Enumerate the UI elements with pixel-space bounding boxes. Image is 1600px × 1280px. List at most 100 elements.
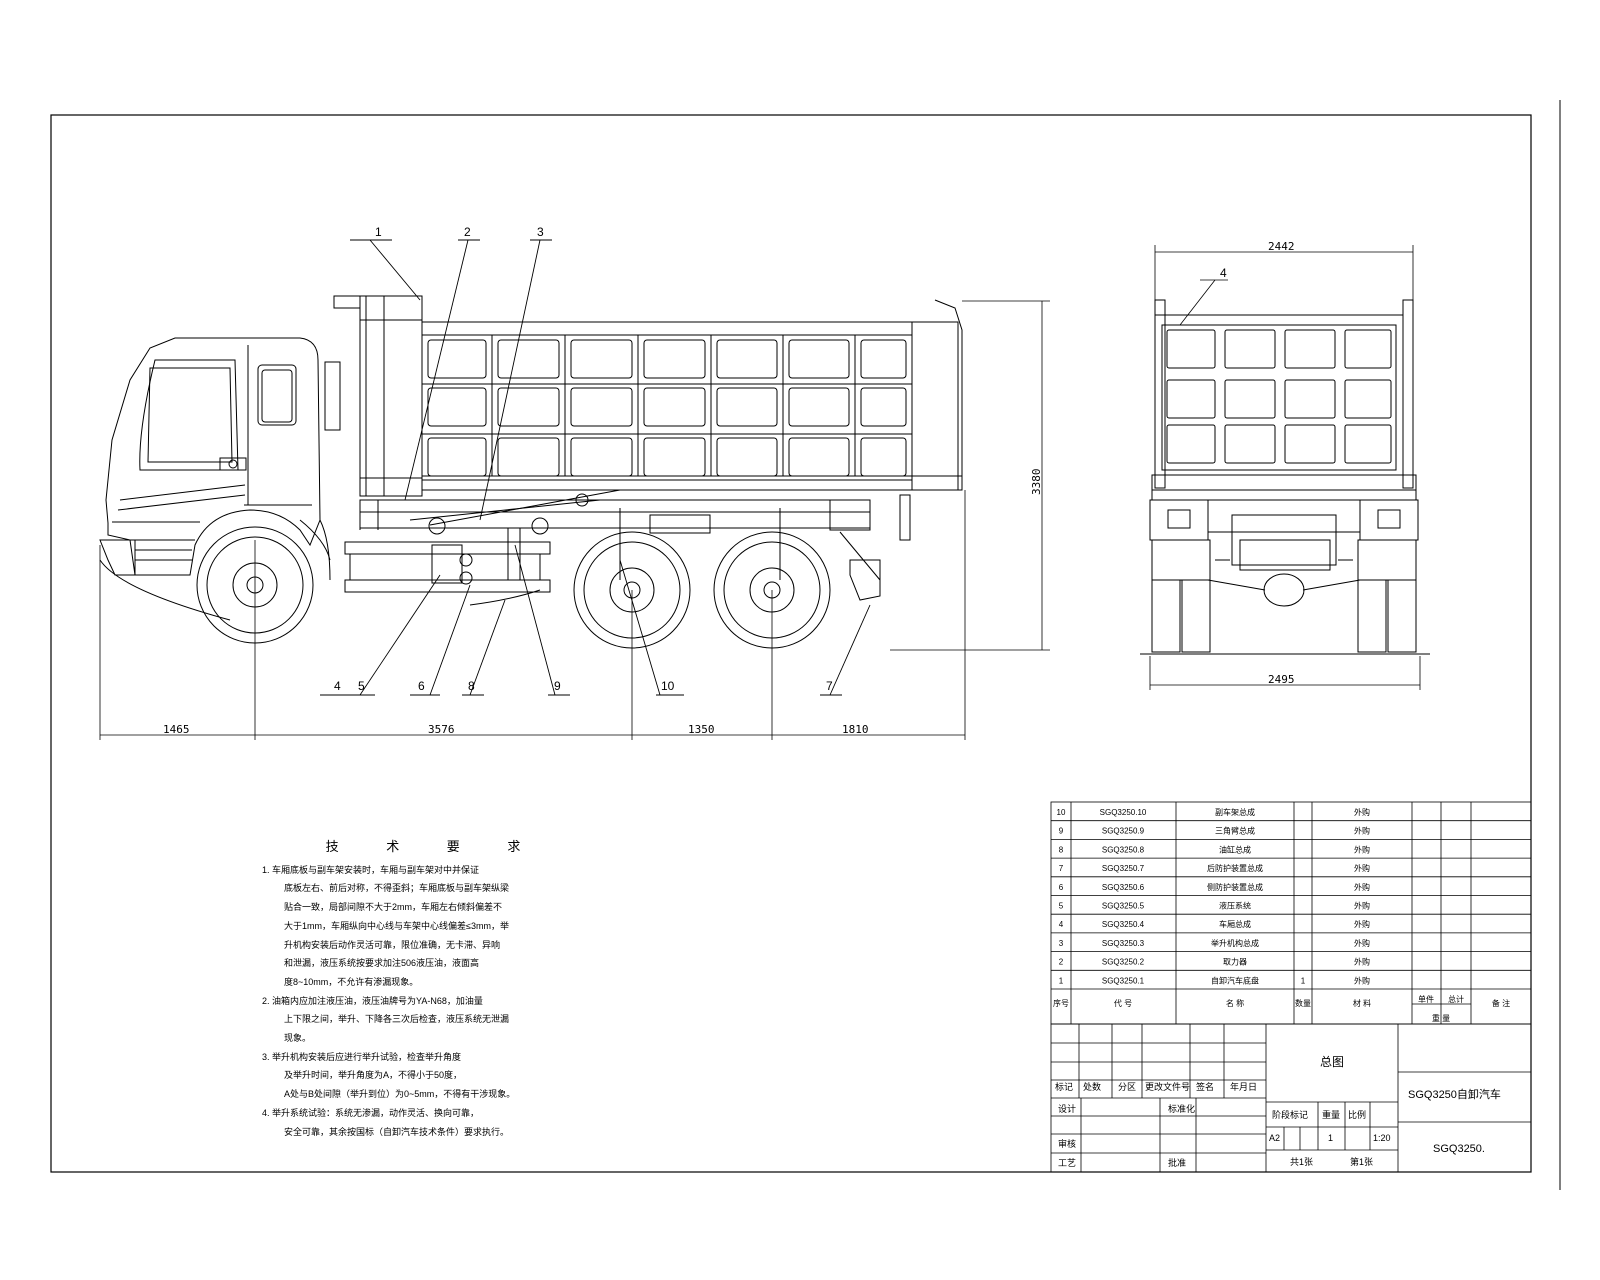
bom-header-total-weight: 总计 xyxy=(1448,994,1464,1004)
title-block xyxy=(1050,1023,1532,1173)
stage-value: A2 xyxy=(1269,1133,1280,1143)
tech-line: 和泄漏，液压系统按要求加注506液压油，液面高 xyxy=(284,958,480,969)
dim-track-width: 2495 xyxy=(1268,673,1295,686)
balloon-5: 5 xyxy=(358,679,365,693)
sheet-no: 第1张 xyxy=(1350,1156,1373,1167)
weight-value: 1 xyxy=(1328,1133,1333,1143)
rear-panel xyxy=(1224,424,1276,464)
tech-line: 及举升时间，举升角度为A，不得小于50度， xyxy=(284,1070,463,1081)
bom-name: 取力器 xyxy=(1223,957,1247,967)
balloon-2: 2 xyxy=(464,225,471,239)
label-approve: 批准 xyxy=(1168,1157,1186,1168)
balloon-8: 8 xyxy=(468,679,475,693)
tech-title: 技 术 要 求 xyxy=(325,839,543,854)
bom-note: 外购 xyxy=(1354,844,1370,854)
rev-header-3: 更改文件号 xyxy=(1145,1081,1190,1092)
rear-view-dimensions xyxy=(1149,245,1421,690)
bom-note: 外购 xyxy=(1354,975,1370,985)
label-process: 工艺 xyxy=(1058,1158,1076,1168)
tech-line: 贴合一致，局部间隙不大于2mm，车厢左右倾斜偏差不 xyxy=(284,902,503,913)
body-panel xyxy=(570,437,633,477)
dim-rear-overhang: 1810 xyxy=(842,723,869,736)
rear-view-text: 2442 2495 4 xyxy=(1220,240,1295,686)
bom-name: 自卸汽车底盘 xyxy=(1211,975,1259,985)
rear-panel xyxy=(1284,424,1336,464)
dim-wheelbase-1: 3576 xyxy=(428,723,455,736)
bom-name: 车厢总成 xyxy=(1219,919,1251,929)
body-panel xyxy=(497,387,560,427)
bom-header-weight: 重 量 xyxy=(1432,1013,1450,1023)
bom-header-name: 名 称 xyxy=(1226,998,1244,1008)
tech-line: 上下限之间，举升、下降各三次后检查，液压系统无泄漏 xyxy=(284,1014,510,1025)
bom-code: SGQ3250.7 xyxy=(1102,864,1145,873)
side-view-dimensions xyxy=(99,300,1050,740)
rear-panel xyxy=(1284,329,1336,369)
rear-panel xyxy=(1224,329,1276,369)
bom-name: 侧防护装置总成 xyxy=(1207,882,1263,892)
bom-no: 6 xyxy=(1059,883,1064,892)
bom-qty: 1 xyxy=(1301,976,1306,985)
body-panel xyxy=(427,387,487,427)
dim-height: 3380 xyxy=(1030,469,1043,496)
tech-line: 4. 举升系统试验：系统无渗漏，动作灵活、换向可靠， xyxy=(262,1107,480,1118)
rear-balloon-4: 4 xyxy=(1220,266,1227,280)
rear-panel xyxy=(1224,379,1276,419)
bom-note: 外购 xyxy=(1354,863,1370,873)
balloon-4: 4 xyxy=(334,679,341,693)
tech-line: 升机构安装后动作灵活可靠，限位准确，无卡滞、异响 xyxy=(284,939,501,950)
bom-name: 三角臂总成 xyxy=(1215,826,1255,836)
body-panel xyxy=(643,387,706,427)
balloon-3: 3 xyxy=(537,225,544,239)
tech-line: 现象。 xyxy=(284,1033,312,1044)
dim-body-width: 2442 xyxy=(1268,240,1295,253)
rear-panel xyxy=(1344,329,1392,369)
bom-no: 1 xyxy=(1059,976,1064,985)
body-panel xyxy=(497,437,560,477)
tech-line: 1. 车厢底板与副车架安装时，车厢与副车架对中并保证 xyxy=(262,864,480,875)
bom-code: SGQ3250.5 xyxy=(1102,902,1145,911)
bom-code: SGQ3250.10 xyxy=(1100,808,1147,817)
side-view-balloon-labels: 1 2 3 4 5 6 8 9 10 7 xyxy=(334,225,833,693)
tech-line: 度8~10mm，不允许有渗漏现象。 xyxy=(284,976,419,987)
balloon-9: 9 xyxy=(554,679,561,693)
drawing-frame xyxy=(50,114,1532,1173)
side-view-callouts xyxy=(320,239,871,696)
label-standardize: 标准化 xyxy=(1168,1103,1195,1114)
title-product: SGQ3250自卸汽车 xyxy=(1408,1087,1501,1101)
bom-header-no: 序号 xyxy=(1053,998,1069,1008)
bom-header-unit-weight: 单件 xyxy=(1418,994,1434,1004)
body-panel xyxy=(643,339,706,379)
body-panel xyxy=(570,339,633,379)
body-panel xyxy=(788,387,850,427)
bom-header-material: 材 料 xyxy=(1353,998,1371,1008)
bom-header-qty: 数量 xyxy=(1295,998,1311,1008)
bom-note: 外购 xyxy=(1354,807,1370,817)
stage-header-1: 重量 xyxy=(1322,1109,1340,1120)
bom-code: SGQ3250.9 xyxy=(1102,827,1145,836)
chassis-frame xyxy=(344,489,911,606)
body-panel xyxy=(716,339,778,379)
balloon-1: 1 xyxy=(375,225,382,239)
bom-no: 5 xyxy=(1059,902,1064,911)
bom-code: SGQ3250.3 xyxy=(1102,939,1145,948)
dim-wheelbase-2: 1350 xyxy=(688,723,715,736)
label-design: 设计 xyxy=(1058,1103,1076,1114)
bom-no: 3 xyxy=(1059,939,1064,948)
rev-header-5: 年月日 xyxy=(1230,1081,1257,1092)
bom-no: 7 xyxy=(1059,864,1064,873)
bom-header-code: 代 号 xyxy=(1114,998,1132,1008)
bom-code: SGQ3250.6 xyxy=(1102,883,1145,892)
bom-table xyxy=(1050,801,1532,1025)
title-assembly: 总图 xyxy=(1320,1055,1344,1069)
body-panel xyxy=(570,387,633,427)
rear-panel xyxy=(1166,424,1216,464)
cab xyxy=(99,337,341,621)
scale-value: 1:20 xyxy=(1373,1133,1391,1143)
rear-panel xyxy=(1166,379,1216,419)
body-panel xyxy=(716,437,778,477)
bom-code: SGQ3250.1 xyxy=(1102,976,1145,985)
dump-body xyxy=(421,299,963,491)
balloon-7: 7 xyxy=(826,679,833,693)
tech-line: 安全可靠，其余按国标（自卸汽车技术条件）要求执行。 xyxy=(284,1126,510,1137)
